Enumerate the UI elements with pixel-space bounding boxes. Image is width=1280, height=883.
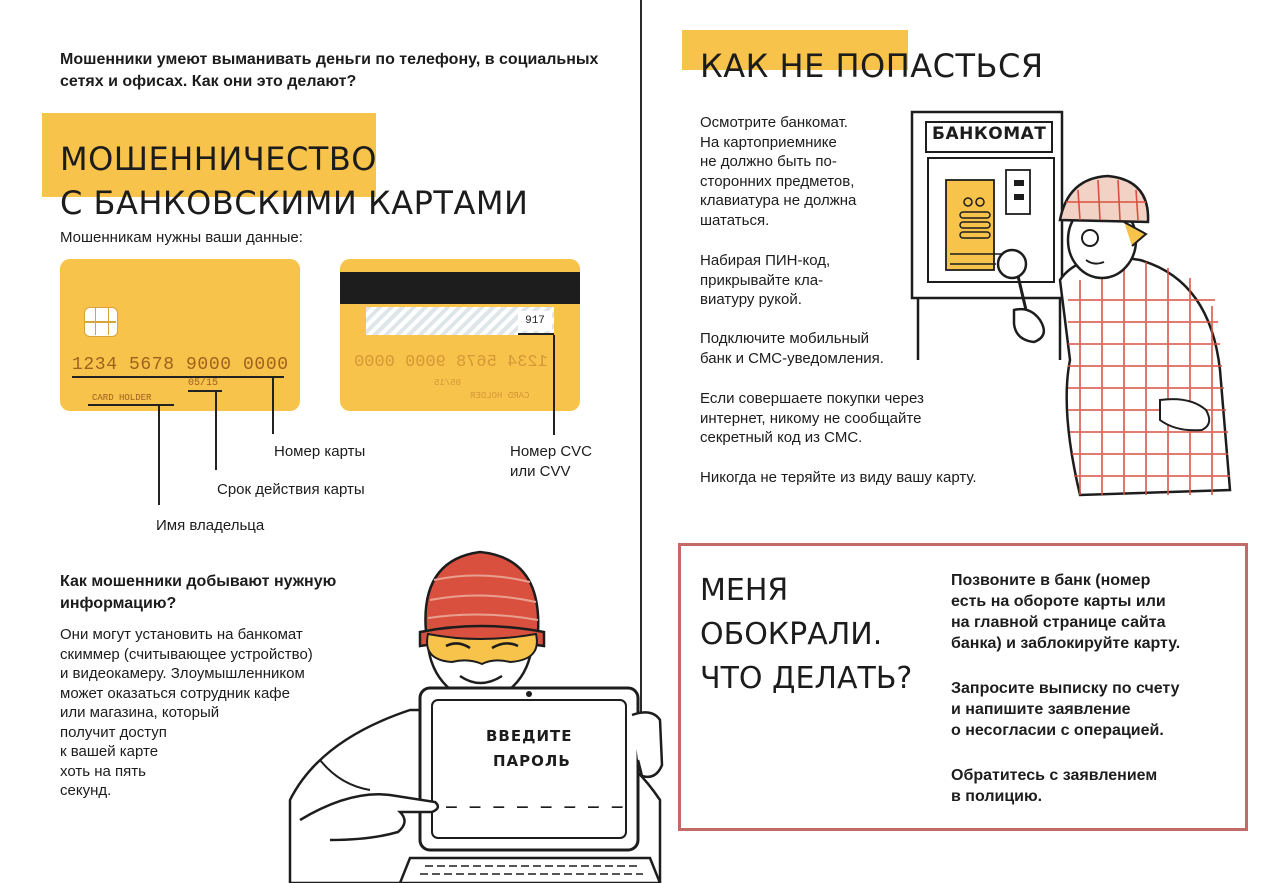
tip-cover-keypad: Набирая ПИН-код, прикрывайте кла- виатур… — [700, 252, 831, 308]
mirrored-card-number: 1234 5678 9000 0000 — [354, 353, 548, 372]
label-cvc-line-1: Номер CVC — [510, 443, 593, 460]
chip-icon — [84, 307, 118, 337]
page-title-left: МОШЕННИЧЕСТВО С БАНКОВСКИМИ КАРТАМИ — [60, 137, 528, 225]
tip-inspect-atm: Осмотрите банкомат. На картоприемнике не… — [700, 114, 857, 229]
how-title: Как мошенники добывают нужную информацию… — [60, 573, 337, 612]
card-expiry-text: 05/15 — [188, 378, 219, 389]
laptop-prompt-line-2: ПАРОЛЬ — [493, 752, 571, 770]
mirrored-card-holder: CARD HOLDER — [470, 391, 530, 401]
card-number-underline — [72, 376, 284, 378]
robbed-step-call-bank: Позвоните в банк (номер есть на обороте … — [951, 572, 1181, 652]
atm-detective-illustration — [910, 110, 1232, 497]
mirrored-card-expiry: 05/15 — [434, 378, 462, 388]
robbed-step-statement: Запросите выписку по счету и напишите за… — [951, 680, 1180, 739]
label-holder: Имя владельца — [156, 517, 265, 534]
label-card-number: Номер карты — [274, 443, 366, 460]
label-expiry: Срок действия карты — [217, 481, 365, 498]
title-highlight — [42, 113, 376, 197]
intro-text: Мошенники умеют выманивать деньги по тел… — [60, 51, 599, 90]
title-highlight-right — [682, 30, 908, 70]
tip-sms-notifications: Подключите мобильный банк и СМС-уведомле… — [700, 330, 884, 367]
card-back: 917 1234 5678 9000 0000 05/15 CARD HOLDE… — [340, 259, 580, 411]
card-holder-underline — [88, 404, 174, 406]
card-holder-text: CARD HOLDER — [92, 393, 152, 403]
page-divider — [640, 0, 642, 883]
card-number-text: 1234 5678 9000 0000 — [72, 355, 289, 375]
how-text: Они могут установить на банкомат скиммер… — [60, 626, 313, 799]
label-cvc-line-2: или CVV — [510, 463, 571, 480]
cvc-code: 917 — [518, 311, 552, 331]
magnetic-stripe — [340, 272, 580, 304]
robbed-box — [678, 543, 1248, 831]
needs-label: Мошенникам нужны ваши данные: — [60, 229, 303, 246]
atm-label: БАНКОМАТ — [932, 124, 1047, 144]
robbed-step-police: Обратитесь с заявлением в полицию. — [951, 767, 1158, 805]
card-front: 1234 5678 9000 0000 05/15 CARD HOLDER — [60, 259, 300, 411]
fraudster-illustration — [288, 550, 664, 883]
leader-cvc — [553, 335, 555, 435]
page-title-right: КАК НЕ ПОПАСТЬСЯ — [700, 47, 1044, 85]
title-line-1: МОШЕННИЧЕСТВО — [60, 140, 377, 178]
leader-card-number — [272, 378, 274, 434]
cvc-underline — [518, 333, 554, 335]
tip-online-purchases: Если совершаете покупки через интернет, … — [700, 390, 924, 446]
title-line-2: С БАНКОВСКИМИ КАРТАМИ — [60, 184, 529, 222]
leader-holder — [158, 405, 160, 505]
card-expiry-underline — [188, 390, 222, 392]
laptop-prompt-line-1: ВВЕДИТЕ — [486, 727, 573, 745]
label-cvc: Номер CVC или CVV — [510, 442, 592, 482]
laptop-password-field: _ _ _ _ _ _ _ _ — [446, 788, 624, 809]
tip-watch-card: Никогда не теряйте из виду вашу карту. — [700, 469, 977, 486]
leader-expiry — [215, 392, 217, 470]
robbed-title: МЕНЯ ОБОКРАЛИ. ЧТО ДЕЛАТЬ? — [700, 573, 913, 696]
